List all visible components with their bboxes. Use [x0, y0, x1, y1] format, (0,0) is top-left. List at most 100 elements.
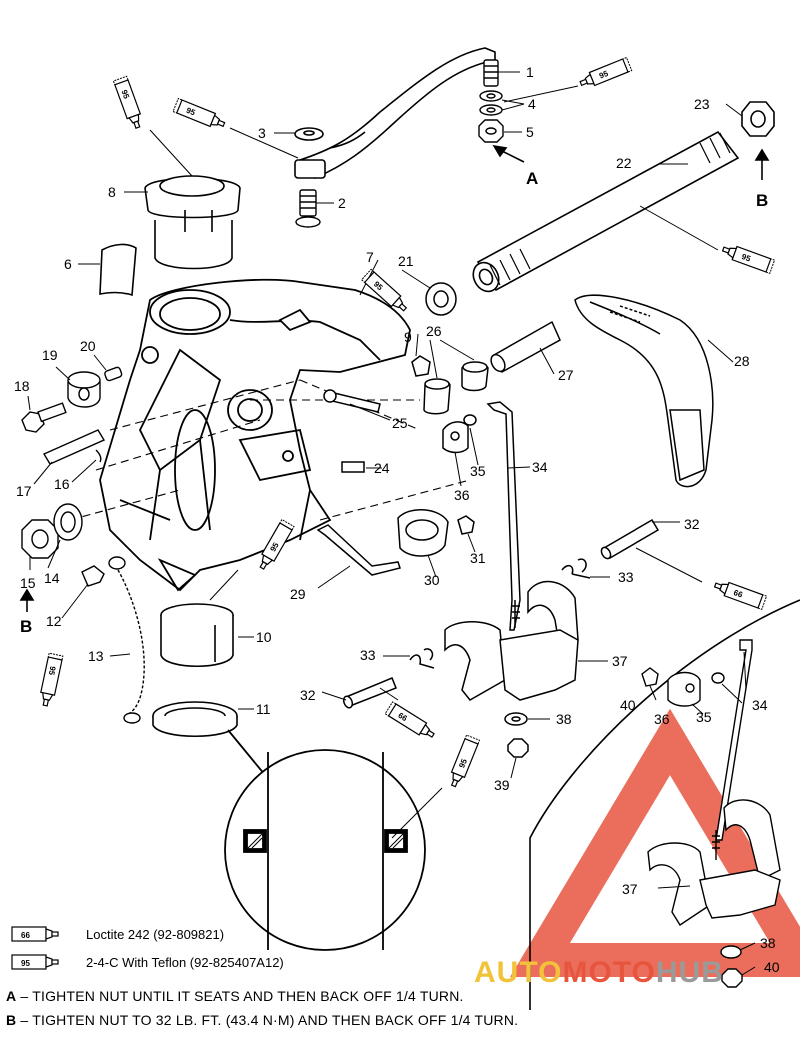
tube-66: 66	[712, 577, 768, 610]
legend-loctite: 66 Loctite 242 (92-809821)	[8, 922, 224, 946]
note-a: A – TIGHTEN NUT UNTIL IT SEATS AND THEN …	[6, 988, 464, 1004]
callout-35-inset: 35	[696, 709, 712, 725]
callout-32: 32	[684, 516, 700, 532]
tube-95: 95	[112, 75, 146, 131]
tube-95: 95	[37, 652, 64, 708]
callout-40: 40	[620, 697, 636, 713]
tube-95: 95	[720, 241, 776, 274]
callout-5: 5	[526, 124, 534, 140]
callout-15: 15	[20, 575, 36, 591]
callout-39: 39	[494, 777, 510, 793]
lower-bushing-seal	[152, 603, 238, 737]
callout-17: 17	[16, 483, 32, 499]
callout-10: 10	[256, 629, 272, 645]
callout-27: 27	[558, 367, 574, 383]
callout-9: 9	[404, 329, 412, 345]
tilt-lock-parts	[316, 401, 660, 758]
tube-95: 95	[255, 518, 295, 573]
tube-code: 95	[740, 252, 752, 264]
callout-6: 6	[64, 256, 72, 272]
tilt-tube	[472, 101, 775, 293]
tube-code: 95	[598, 69, 610, 81]
note-letter: B	[6, 1012, 17, 1028]
callout-19: 19	[42, 347, 58, 363]
note-b: B – TIGHTEN NUT TO 32 LB. FT. (43.4 N·M)…	[6, 1012, 518, 1028]
marker-b-top: B	[756, 191, 768, 210]
left-hardware	[21, 366, 145, 724]
note-text: – TIGHTEN NUT UNTIL IT SEATS AND THEN BA…	[20, 988, 464, 1004]
callout-35: 35	[470, 463, 486, 479]
tube-95: 95	[446, 734, 481, 790]
marker-a: A	[526, 169, 538, 188]
callout-11: 11	[256, 701, 271, 717]
swivel-bracket	[99, 278, 411, 592]
callout-22: 22	[616, 155, 632, 171]
callout-28: 28	[734, 353, 750, 369]
inset-detail	[529, 599, 800, 1010]
callout-4: 4	[528, 96, 536, 112]
marker-b-left: B	[20, 617, 32, 636]
callout-29: 29	[290, 586, 306, 602]
callout-33-b: 33	[360, 647, 376, 663]
grease-tubes: 95 95 95 95 95 95 95 66 66 95	[37, 56, 776, 839]
note-text: – TIGHTEN NUT TO 32 LB. FT. (43.4 N·M) A…	[20, 1012, 519, 1028]
steering-link-arm	[294, 47, 496, 179]
right-parts	[323, 282, 714, 488]
callout-1: 1	[526, 64, 534, 80]
legend-tube-icon: 95	[11, 954, 59, 970]
callout-3: 3	[258, 125, 266, 141]
callout-36: 36	[454, 487, 470, 503]
watermark-text: AUTOMOTOHUB	[474, 956, 724, 990]
callout-37: 37	[612, 653, 628, 669]
tube-code: 66	[732, 588, 744, 600]
legend-text: Loctite 242 (92-809821)	[86, 926, 225, 942]
tube-95: 95	[361, 268, 411, 316]
upper-bushing	[144, 175, 241, 270]
callout-31: 31	[470, 550, 486, 566]
note-letter: A	[6, 988, 17, 1004]
legend-teflon: 95 2-4-C With Teflon (92-825407A12)	[8, 950, 284, 974]
callout-13: 13	[88, 648, 104, 664]
callout-25: 25	[392, 415, 408, 431]
callout-16: 16	[54, 476, 70, 492]
tube-95: 95	[172, 97, 228, 132]
pad-part	[99, 243, 137, 297]
callout-24: 24	[374, 460, 390, 476]
hardware-top	[295, 59, 504, 228]
callout-21: 21	[398, 253, 414, 269]
callout-33: 33	[618, 569, 634, 585]
callout-20: 20	[80, 338, 96, 354]
callout-38: 38	[556, 711, 572, 727]
legend-code: 95	[21, 959, 30, 968]
watermark-part: HUB	[655, 956, 724, 989]
tube-code: 95	[457, 757, 469, 769]
callout-34: 34	[532, 459, 548, 475]
callout-40-inset: 40	[764, 959, 780, 975]
watermark-logo	[510, 708, 800, 977]
callout-8: 8	[108, 184, 116, 200]
tube-code: 95	[185, 106, 197, 118]
magnified-detail	[224, 729, 426, 951]
tube-95: 95	[577, 56, 633, 91]
callout-37-inset: 37	[622, 881, 638, 897]
callout-12: 12	[46, 613, 62, 629]
tube-code: 95	[119, 89, 131, 101]
tube-66: 66	[384, 701, 438, 742]
callout-2: 2	[338, 195, 346, 211]
leader-lines	[27, 71, 756, 976]
callout-36-inset: 36	[654, 711, 670, 727]
callout-34-inset: 34	[752, 697, 768, 713]
callout-7: 7	[366, 249, 374, 265]
callout-30: 30	[424, 572, 440, 588]
legend-text: 2-4-C With Teflon (92-825407A12)	[86, 954, 284, 970]
callout-26: 26	[426, 323, 442, 339]
callout-18: 18	[14, 378, 30, 394]
callout-32-b: 32	[300, 687, 316, 703]
legend-code: 66	[21, 931, 30, 940]
arrow-markers	[19, 144, 770, 612]
callout-14: 14	[44, 570, 60, 586]
legend-tube-icon: 66	[11, 926, 59, 942]
tube-code: 95	[47, 665, 58, 676]
callout-23: 23	[694, 96, 710, 112]
